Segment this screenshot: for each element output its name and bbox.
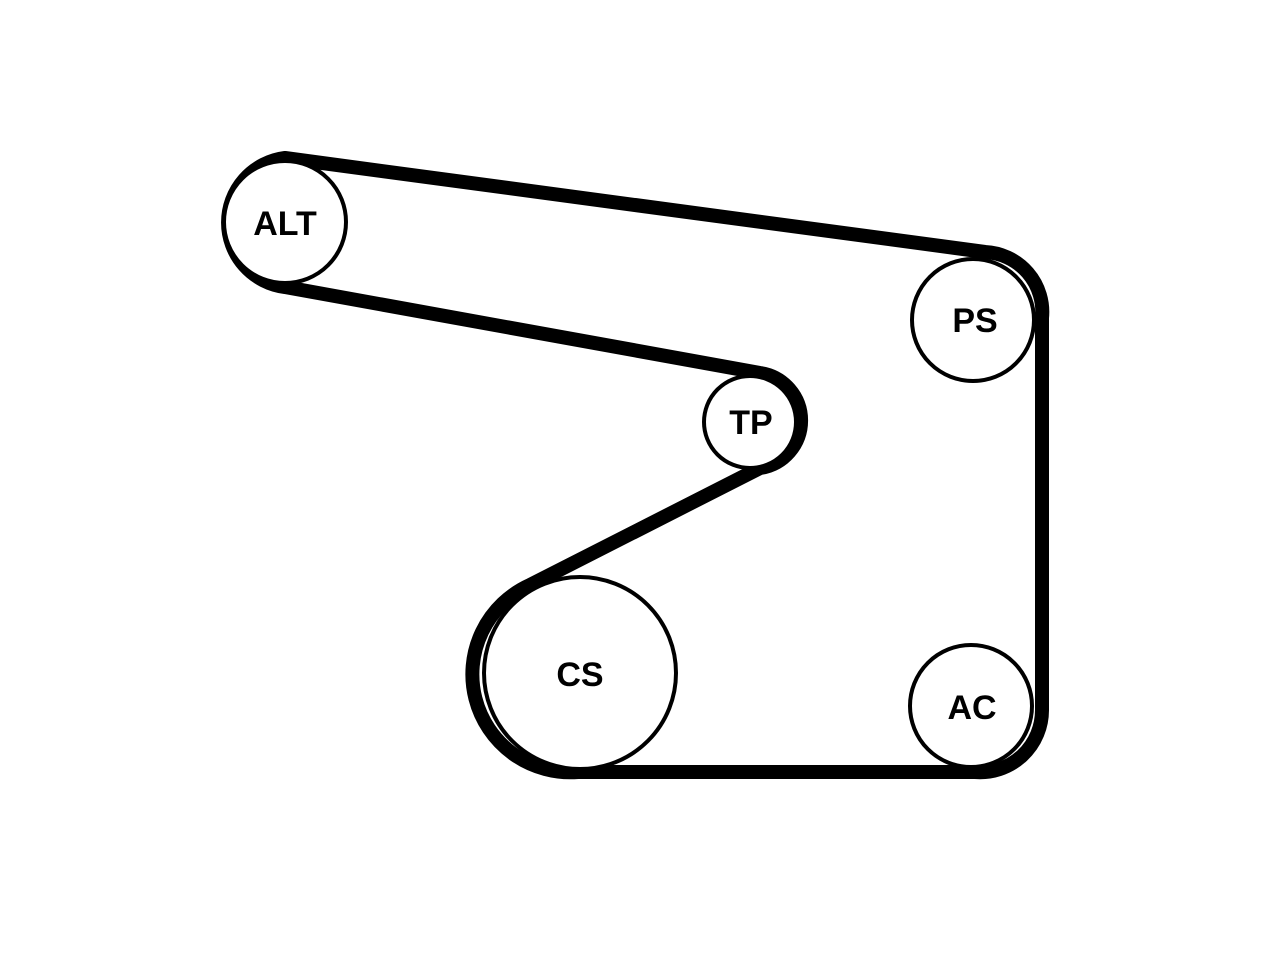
pulley-cs-circle (482, 575, 678, 771)
pulley-ac-circle (908, 643, 1034, 769)
pulley-ac-label: AC (947, 689, 996, 727)
pulley-alt-circle (222, 159, 348, 285)
pulley-ac: AC (908, 643, 1034, 769)
pulley-alt: ALT (222, 159, 348, 285)
pulley-tp: TP (702, 374, 798, 470)
pulley-ps-label: PS (952, 302, 997, 340)
pulley-ps-circle (910, 257, 1036, 383)
pulley-alt-label: ALT (253, 205, 317, 243)
pulley-tp-label: TP (729, 404, 772, 442)
pulley-tp-circle (702, 374, 798, 470)
pulley-cs: CS (482, 575, 678, 771)
pulley-ps: PS (910, 257, 1036, 383)
pulley-cs-label: CS (556, 656, 603, 694)
